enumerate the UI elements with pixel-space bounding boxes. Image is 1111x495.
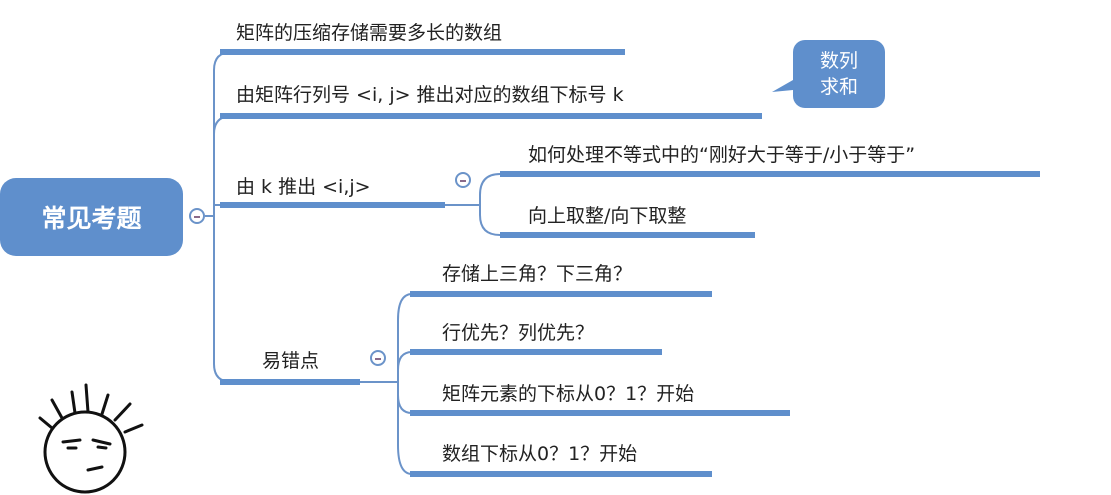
collapse-branch-3-button[interactable] [455, 172, 471, 188]
callout-line-2: 求和 [819, 76, 858, 98]
cartoon-face-icon [38, 383, 144, 494]
collapse-branch-4-button[interactable] [370, 350, 386, 366]
branch-3[interactable]: 由 k 推出 <i,j> [236, 176, 371, 198]
branch-2[interactable]: 由矩阵行列号 <i, j> 推出对应的数组下标号 k [236, 84, 624, 106]
callout-bubble[interactable]: 数列 求和 [793, 40, 885, 108]
branch-4-child-4[interactable]: 数组下标从0？1？开始 [442, 443, 638, 465]
branch-4[interactable]: 易错点 [262, 350, 320, 372]
branch-3-child-1[interactable]: 如何处理不等式中的“刚好大于等于/小于等于” [528, 144, 916, 166]
branch-1[interactable]: 矩阵的压缩存储需要多长的数组 [236, 22, 503, 44]
branch-4-child-2[interactable]: 行优先？列优先？ [442, 322, 595, 344]
branch-4-child-3[interactable]: 矩阵元素的下标从0？1？开始 [442, 383, 695, 405]
callout-line-1: 数列 [819, 50, 858, 72]
branch-4-child-1[interactable]: 存储上三角？下三角？ [442, 263, 633, 285]
branch-3-child-2[interactable]: 向上取整/向下取整 [528, 205, 687, 227]
collapse-root-button[interactable] [189, 208, 205, 224]
root-topic[interactable]: 常见考题 [0, 178, 183, 256]
